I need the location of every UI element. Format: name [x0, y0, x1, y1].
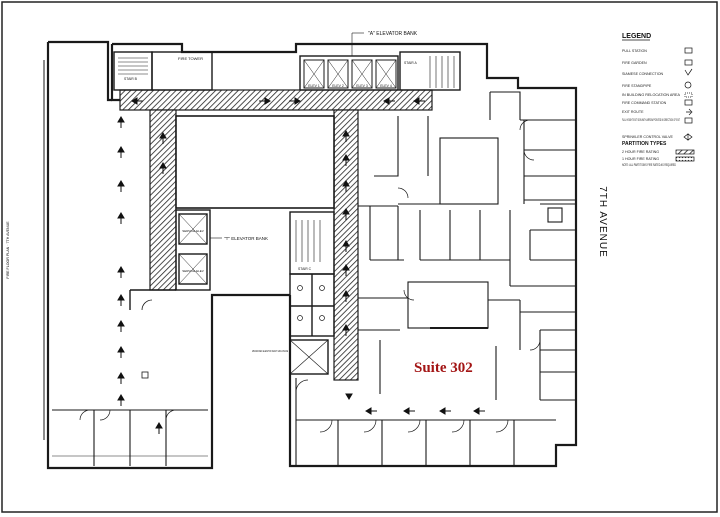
sprinkler-valve-icon: [683, 133, 693, 141]
siamese-connection-icon: [684, 68, 693, 76]
elevator-3-label: ELEV 3: [356, 84, 368, 88]
stair-a-label: STAIR A: [404, 61, 417, 65]
seventh-avenue-label: 7TH AVENUE: [597, 186, 608, 258]
west-exit-arrows: [117, 116, 163, 434]
central-exit-arrows: [342, 130, 350, 336]
north-corridor-arrows: [131, 97, 425, 105]
elevator-bank-t-label: "T" ELEVATOR BANK: [224, 236, 268, 241]
north-core: [113, 51, 461, 91]
elevator-bank-a: [299, 55, 399, 91]
elevator-bank-a-label: "A" ELEVATOR BANK: [368, 31, 418, 37]
service-elevator-1-label: SERVICE ELEV: [182, 229, 204, 233]
legend-item-sprinkler-valve: SPRINKLER CONTROL VALVE: [622, 135, 673, 139]
pull-station-icon: [684, 47, 693, 54]
partition-types-title: PARTITION TYPES: [622, 141, 667, 147]
exit-route-icon: [686, 108, 693, 116]
fire-standpipe-icon: [684, 81, 692, 89]
stair-a-enclosure: [399, 51, 461, 91]
west-wing-interior: [52, 371, 208, 466]
legend-panel: LEGEND PULL STATION FIRE GARDEN SIAMESE …: [622, 33, 695, 167]
service-elevator-2-label: SERVICE ELEV: [182, 269, 204, 273]
elevator-labels: ELEV 1 ELEV 2 ELEV 3 ELEV 4: [308, 84, 392, 88]
north-corridor-wall: [119, 89, 433, 111]
legend-title: LEGEND: [622, 33, 651, 40]
two-hour-rating-icon: [675, 149, 695, 155]
suite-exit-arrows: [345, 393, 485, 415]
stair-b-label: STAIR B: [124, 77, 138, 81]
legend-item-fire-garden: FIRE GARDEN: [622, 61, 647, 65]
stair-c-label: STAIR C: [298, 267, 312, 271]
fire-rated-corridors: [119, 89, 433, 381]
west-corridor-arrows: [159, 132, 167, 174]
fire-garden-icon: [684, 59, 693, 66]
legend-item-pull-station: PULL STATION: [622, 49, 647, 53]
legend-partition-1hr: 1 HOUR FIRE RATING: [622, 157, 659, 161]
shaft-note: ABANDONED ELEVATOR SHAFT ENCLOSURE: [252, 349, 288, 353]
legend-item-command-station: FIRE COMMAND STATION: [622, 101, 667, 105]
t-elevator-core: [129, 209, 211, 311]
fire-tower-label: FIRE TOWER: [178, 56, 203, 61]
legend-item-standpipe: FIRE STANDPIPE: [622, 84, 652, 88]
fire-tower-room: [151, 51, 213, 91]
exit-sign-icon: [684, 117, 693, 124]
elevator-4-label: ELEV 4: [380, 84, 392, 88]
fire-command-station-icon: [684, 99, 693, 106]
elevator-2-label: ELEV 2: [332, 84, 344, 88]
legend-symbols: [675, 47, 695, 162]
legend-partition-2hr: 2 HOUR FIRE RATING: [622, 150, 659, 154]
exit-route-arrows: [117, 97, 485, 434]
one-hour-rating-icon: [675, 156, 695, 162]
legend-item-exit-sign: FULL HEIGHT EXIT SIGN WITH ARROW POINTED…: [622, 118, 680, 122]
side-note: FIRE FLOOR PLAN · 7TH AVENUE: [6, 221, 10, 279]
legend-item-exit-route: EXIT ROUTE: [622, 110, 644, 114]
central-core: [289, 211, 335, 375]
legend-partition-note: NOTE: ALL PARTITIONS FIRE RATED AS REQUI…: [622, 163, 676, 167]
elevator-1-label: ELEV 1: [308, 84, 320, 88]
suite-302-label: Suite 302: [414, 360, 473, 376]
legend-item-relocation: IN BUILDING RELOCATION AREA: [622, 93, 681, 97]
suite-302-interior: [295, 91, 576, 466]
relocation-area-icon: [684, 92, 693, 98]
exterior-walls: [46, 40, 578, 470]
legend-item-siamese: SIAMESE CONNECTION: [622, 72, 664, 76]
